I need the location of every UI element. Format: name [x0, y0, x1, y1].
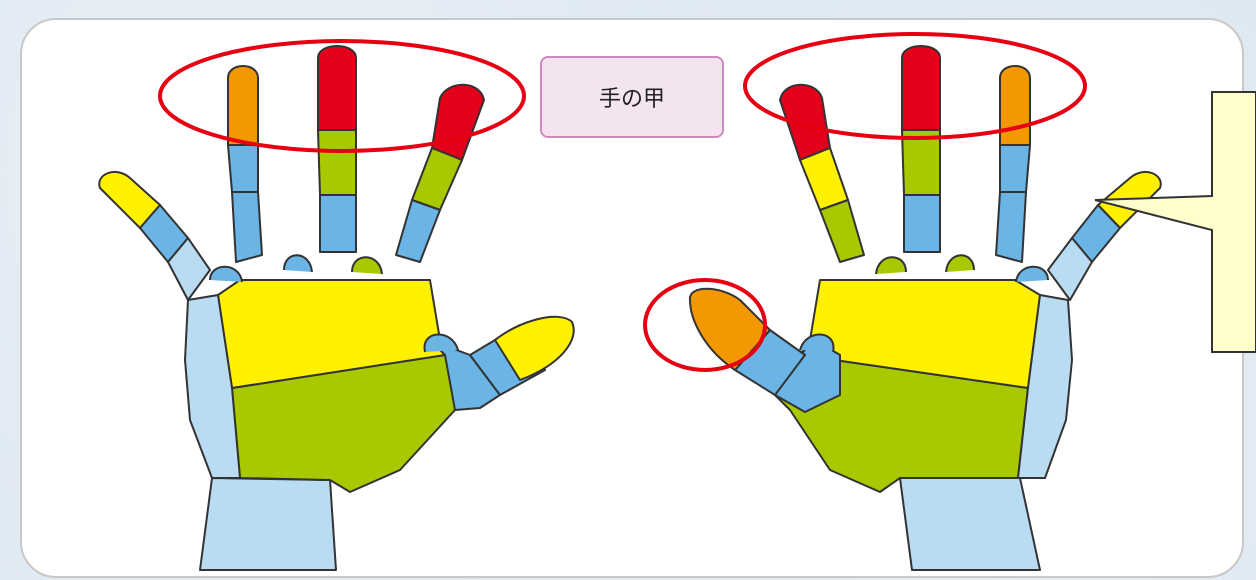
right-knuckle [1015, 265, 1049, 283]
left-index-base [395, 199, 441, 263]
left-index-mid [411, 147, 463, 211]
left-ring-mid [227, 144, 259, 193]
label-text: 手の甲 [598, 87, 665, 112]
left-hand [98, 45, 575, 571]
right-ring-base [995, 191, 1027, 263]
left-knuckle [351, 256, 383, 275]
right-index-mid [799, 147, 849, 211]
highlight-circle-right-fingertips [743, 32, 1087, 140]
right-ring-mid [999, 144, 1031, 193]
right-hand [689, 45, 1162, 571]
right-index-base [819, 199, 865, 263]
left-knuckle [423, 333, 459, 353]
highlight-circle-thumb [643, 278, 767, 372]
left-pinky-tip [98, 171, 161, 229]
left-knuckle [283, 254, 313, 273]
right-ring-tip [999, 65, 1031, 146]
right-middle-tip [901, 45, 941, 131]
left-index-tip [431, 83, 485, 161]
callout-bubble [1094, 91, 1256, 353]
left-ring-tip [227, 65, 259, 146]
left-middle-base [319, 194, 357, 253]
left-middle-mid [317, 129, 357, 196]
right-pinky-base [1047, 237, 1093, 301]
right-wrist [899, 477, 1041, 571]
right-knuckle [799, 333, 835, 353]
right-knuckle [875, 256, 907, 275]
left-wrist [199, 477, 337, 571]
left-palm-edge [184, 294, 241, 479]
back-of-hand-label: 手の甲 [540, 56, 724, 138]
left-middle-tip [317, 45, 357, 131]
right-palm-edge [1017, 294, 1073, 479]
right-middle-base [903, 194, 941, 253]
left-ring-base [231, 191, 263, 263]
left-thumb-tip [494, 315, 575, 381]
left-pinky-base [167, 237, 211, 301]
left-knuckle [209, 265, 243, 283]
highlight-circle-left-fingertips [158, 39, 526, 153]
right-knuckle [945, 254, 975, 273]
